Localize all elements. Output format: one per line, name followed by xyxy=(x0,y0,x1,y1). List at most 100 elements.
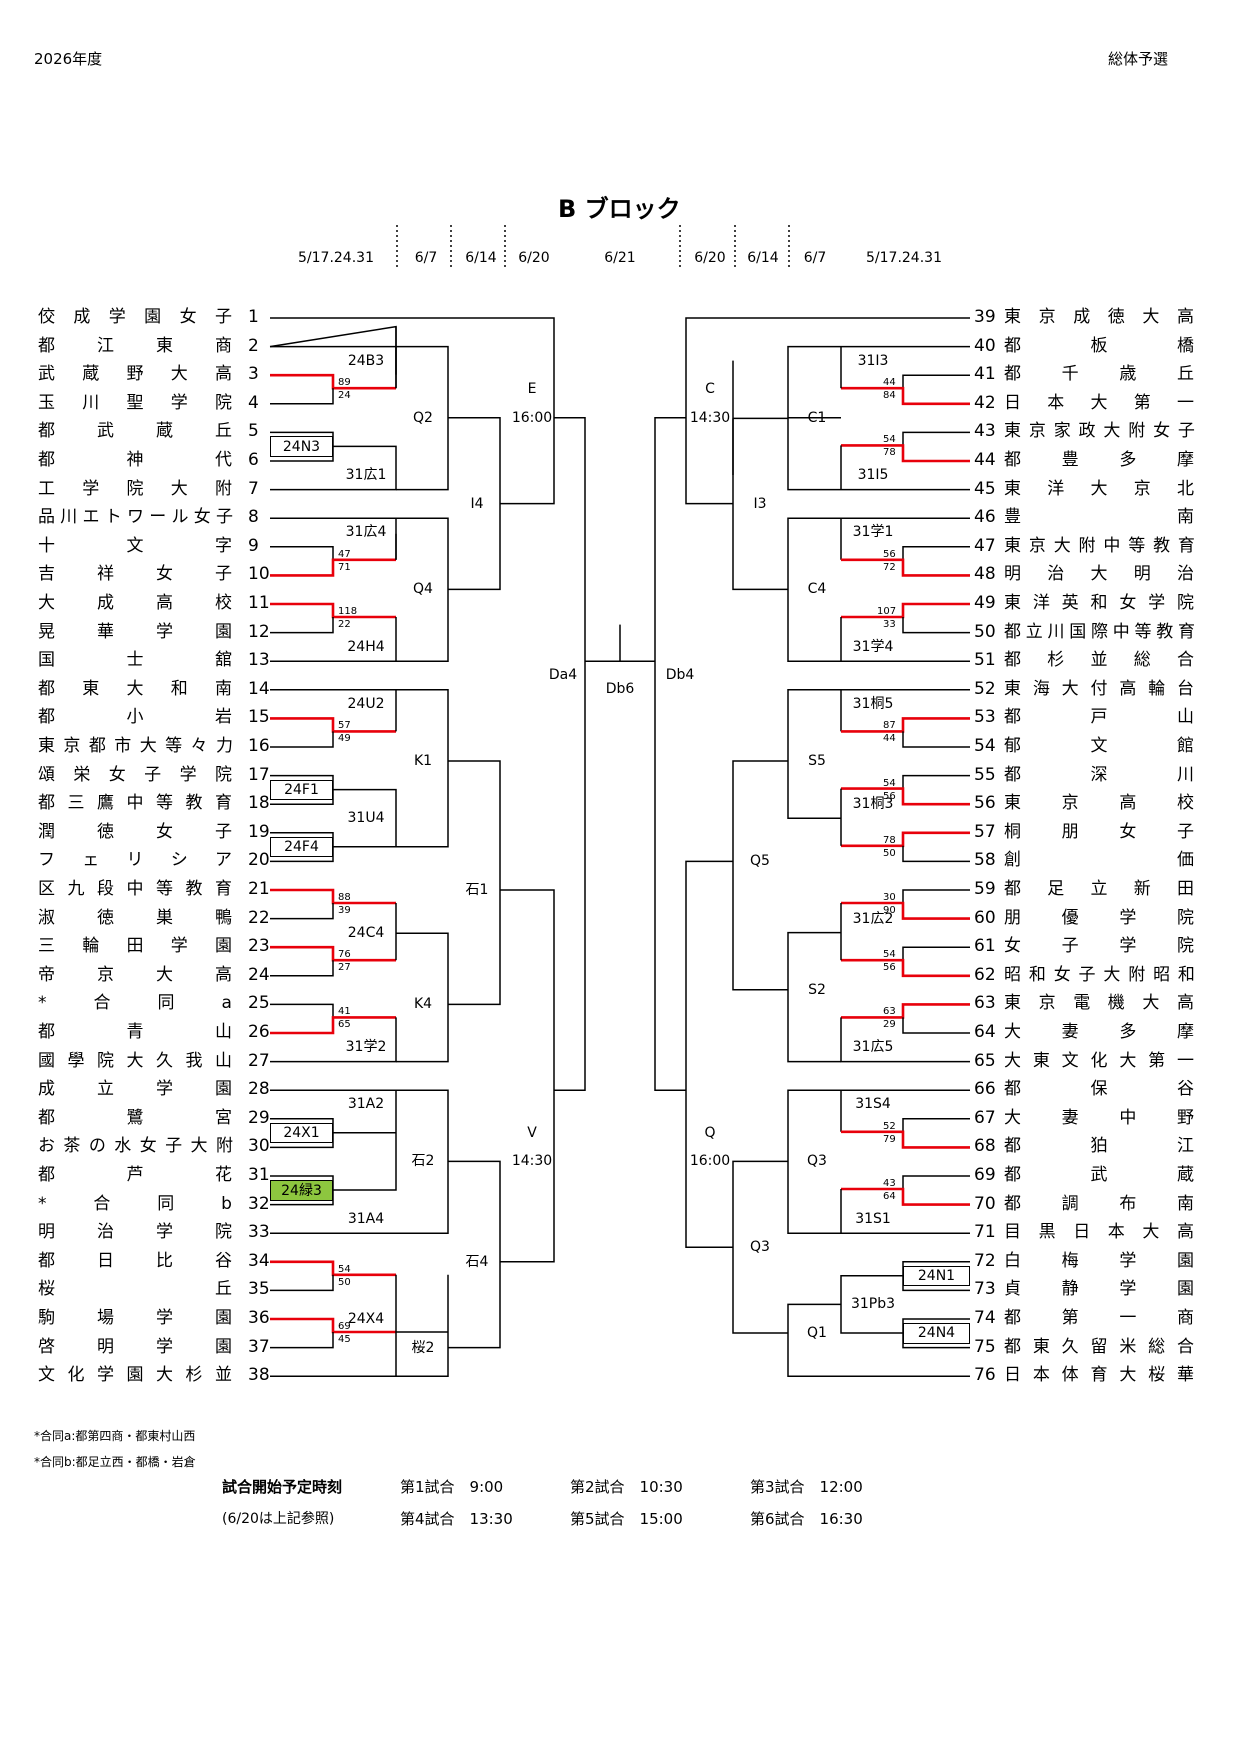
team-name: 都千歳丘 xyxy=(1004,364,1194,385)
score: 39 xyxy=(338,905,351,916)
match-code: 31学4 xyxy=(852,638,894,655)
date-left-r1: 5/17.24.31 xyxy=(298,250,374,266)
team-number: 43 xyxy=(974,421,996,442)
match-code: 24B3 xyxy=(347,352,385,369)
winner-path xyxy=(841,831,970,848)
team-number: 29 xyxy=(248,1107,270,1128)
team-name: 都武蔵丘 xyxy=(38,421,232,442)
score: 79 xyxy=(883,1133,896,1145)
round-label: Db4 xyxy=(665,667,695,684)
team-name: 都東久留米総合 xyxy=(1004,1336,1194,1357)
team-name: 区九段中等教育 xyxy=(38,879,232,899)
team-number: 3 xyxy=(248,364,259,385)
schedule-game-5: 第5試合 15:00 xyxy=(570,1510,683,1528)
team-number: 16 xyxy=(248,736,270,756)
date-final: 6/21 xyxy=(604,250,636,266)
team-number: 45 xyxy=(974,478,996,499)
score: 56 xyxy=(883,548,896,560)
round-label: Q1 xyxy=(807,1325,827,1341)
team-number: 75 xyxy=(974,1336,996,1357)
match-time: 16:00 xyxy=(511,409,553,426)
team-number: 60 xyxy=(974,907,996,928)
round-label: 石2 xyxy=(411,1153,435,1170)
team-number: 14 xyxy=(248,678,270,699)
match-code: 31広5 xyxy=(852,1039,894,1055)
team-name: 都板橋 xyxy=(1004,335,1194,356)
team-number: 53 xyxy=(974,707,996,728)
match-code: 31桐5 xyxy=(852,695,894,712)
team-number: 42 xyxy=(974,392,996,413)
score: 64 xyxy=(883,1191,896,1202)
match-code: 31I5 xyxy=(857,467,889,483)
bracket-line xyxy=(396,932,449,1063)
round-label: C xyxy=(705,381,715,398)
team-name: 東京高校 xyxy=(1004,793,1194,814)
bracket-line xyxy=(270,903,334,920)
team-name: 玉川聖学院 xyxy=(38,392,232,413)
team-name: 晃華学園 xyxy=(38,621,232,642)
schedule-game-3: 第3試合 12:00 xyxy=(750,1478,863,1496)
team-name: 日本大第一 xyxy=(1004,392,1194,413)
score: 78 xyxy=(883,834,896,846)
match-code: 24H4 xyxy=(347,638,385,655)
team-number: 63 xyxy=(974,993,996,1014)
score: 30 xyxy=(883,892,896,903)
team-number: 54 xyxy=(974,736,996,756)
team-number: 27 xyxy=(248,1050,270,1071)
match-code: 31S1 xyxy=(855,1210,891,1227)
round-label: Da4 xyxy=(548,667,578,684)
team-number: 56 xyxy=(974,793,996,814)
match-box: 24N4 xyxy=(903,1323,970,1344)
score: 56 xyxy=(883,790,896,802)
round-label: 石4 xyxy=(465,1253,489,1270)
bracket-line xyxy=(448,1160,501,1349)
team-number: 8 xyxy=(248,507,259,528)
winner-path xyxy=(841,386,970,406)
team-number: 23 xyxy=(248,936,270,957)
team-name: 都鷺宮 xyxy=(38,1107,232,1128)
match-box: 24F1 xyxy=(270,779,333,801)
team-number: 22 xyxy=(248,907,270,928)
team-number: 20 xyxy=(248,850,270,871)
team-name: 都立川国際中等教育 xyxy=(1004,621,1195,642)
round-label: K1 xyxy=(413,753,433,769)
team-name: 豊南 xyxy=(1004,507,1194,528)
team-name: 日本体育大桜華 xyxy=(1004,1365,1194,1386)
team-number: 67 xyxy=(974,1107,996,1128)
winner-path xyxy=(270,1317,396,1334)
team-name: 東洋英和女学院 xyxy=(1004,593,1194,613)
team-name: 十文字 xyxy=(38,535,232,556)
score: 76 xyxy=(338,949,351,961)
match-code: 31学1 xyxy=(852,524,894,541)
score: 47 xyxy=(338,548,351,560)
team-name: 都青山 xyxy=(38,1022,232,1042)
score: 54 xyxy=(883,949,896,961)
bracket-line xyxy=(333,788,397,848)
team-name: 創価 xyxy=(1004,850,1194,871)
schedule-note: (6/20は上記参照) xyxy=(222,1511,335,1527)
team-number: 47 xyxy=(974,535,996,556)
